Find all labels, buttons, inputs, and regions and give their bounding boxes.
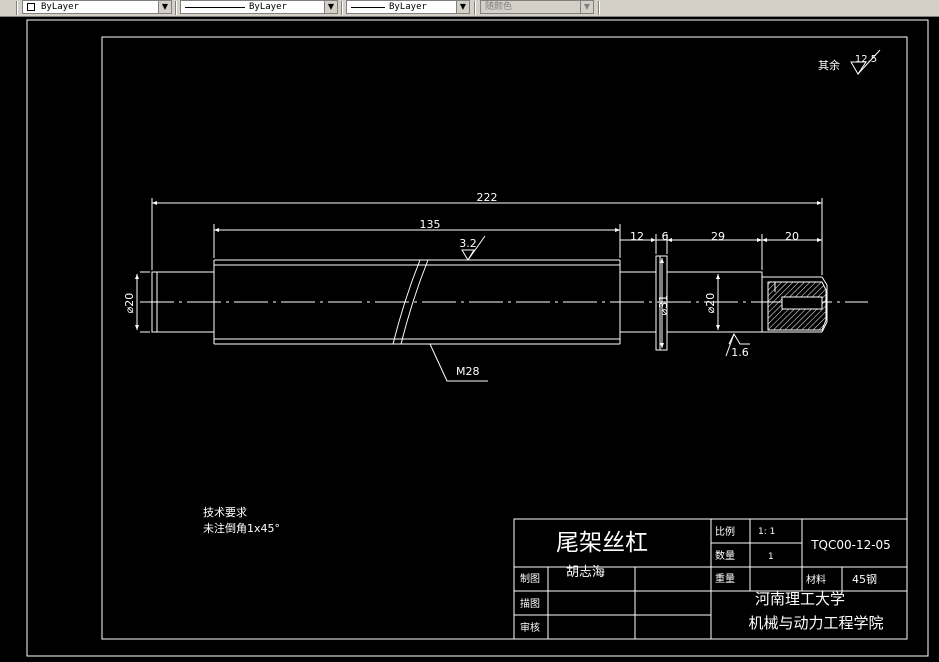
roughness-symbol-bottom: 1.6 <box>725 332 750 359</box>
traced-label: 描图 <box>520 597 540 610</box>
chevron-down-icon[interactable]: ▼ <box>456 1 469 13</box>
section-hatch <box>767 281 827 331</box>
roughness-symbol-thread: 3.2 <box>459 235 486 261</box>
toolbar-separator <box>16 1 18 15</box>
dim-diameter-collar: ⌀31 <box>657 295 670 316</box>
quantity-value: 1 <box>768 552 774 562</box>
toolbar-separator <box>598 1 600 15</box>
scale-label: 比例 <box>715 525 735 538</box>
linetype-preview <box>185 7 245 8</box>
dim-overall-length: 222 <box>477 191 498 204</box>
dimension-lines <box>135 198 823 348</box>
tech-req-title: 技术要求 <box>203 506 247 519</box>
plotstyle-combo: 随颜色 ▼ <box>480 0 594 14</box>
checked-label: 审核 <box>520 621 540 634</box>
roughness-thread-value: 3.2 <box>459 237 477 250</box>
part-name: 尾架丝杠 <box>556 530 648 556</box>
shaft-outline <box>151 255 828 351</box>
properties-toolbar: ByLayer ▼ ByLayer ▼ ByLayer ▼ 随颜色 ▼ <box>0 0 939 17</box>
toolbar-separator <box>474 1 476 15</box>
dim-segment-6: 6 <box>662 230 669 243</box>
lineweight-preview <box>351 7 385 8</box>
roughness-other-label: 其余 <box>818 58 840 72</box>
thread-leader-label: M28 <box>456 365 480 378</box>
dim-segment-20: 20 <box>785 230 799 243</box>
scale-value: 1: 1 <box>758 527 775 537</box>
tech-req-line1: 未注倒角1x45° <box>203 521 280 535</box>
plotstyle-combo-value: 随颜色 <box>485 2 513 12</box>
college-name: 机械与动力工程学院 <box>748 614 883 632</box>
roughness-other-value: 12.5 <box>855 54 877 65</box>
drawing-canvas[interactable]: 222 135 12 6 29 20 ⌀20 ⌀31 ⌀20 3.2 1.6 1… <box>0 18 939 662</box>
roughness-symbol-other: 12.5 其余 <box>818 49 881 75</box>
school-name: 河南理工大学 <box>755 590 845 608</box>
weight-label: 重量 <box>715 572 735 585</box>
roughness-bottom-value: 1.6 <box>731 346 749 359</box>
color-combo[interactable]: ByLayer ▼ <box>22 0 172 14</box>
dim-thread-length: 135 <box>420 218 441 231</box>
drawing-number: TQC00-12-05 <box>810 538 891 552</box>
color-combo-value: ByLayer <box>41 2 79 12</box>
linetype-combo-value: ByLayer <box>249 2 287 12</box>
dim-diameter-left: ⌀20 <box>123 293 136 314</box>
linetype-combo[interactable]: ByLayer ▼ <box>180 0 338 14</box>
color-swatch <box>27 3 35 11</box>
drawn-by-name: 胡志海 <box>566 565 605 580</box>
inner-frame <box>101 36 908 640</box>
thread-leader: M28 <box>429 343 488 382</box>
drawn-label: 制图 <box>520 572 540 585</box>
dim-segment-29: 29 <box>711 230 725 243</box>
outer-border <box>26 19 929 657</box>
material-label: 材料 <box>806 573 826 586</box>
chevron-down-icon[interactable]: ▼ <box>324 1 337 13</box>
toolbar-separator <box>341 1 343 15</box>
quantity-label: 数量 <box>715 549 735 562</box>
lineweight-combo-value: ByLayer <box>389 2 427 12</box>
title-block <box>513 518 908 640</box>
dim-segment-12: 12 <box>630 230 644 243</box>
toolbar-separator <box>175 1 177 15</box>
dim-diameter-right: ⌀20 <box>704 293 717 314</box>
material-value: 45钢 <box>852 573 877 586</box>
lineweight-combo[interactable]: ByLayer ▼ <box>346 0 470 14</box>
chevron-down-icon[interactable]: ▼ <box>158 1 171 13</box>
chevron-down-icon: ▼ <box>580 1 593 13</box>
